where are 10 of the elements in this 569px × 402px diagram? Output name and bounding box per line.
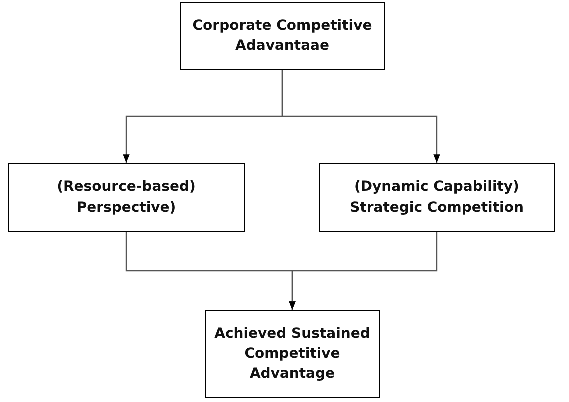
box-label: Corporate Competitive Adavantaae (192, 16, 374, 56)
process-box (180, 2, 385, 70)
process-box (8, 163, 245, 232)
arrow (282, 70, 440, 163)
box-label: (Resource-based) Perspective) (56, 178, 197, 218)
arrow (289, 232, 438, 310)
process-box (205, 310, 380, 398)
box-label: (Dynamic Capability) Strategic Competition (349, 178, 525, 218)
box-label: Achieved Sustained Competitive Advantage (214, 324, 372, 384)
process-box (319, 163, 555, 232)
